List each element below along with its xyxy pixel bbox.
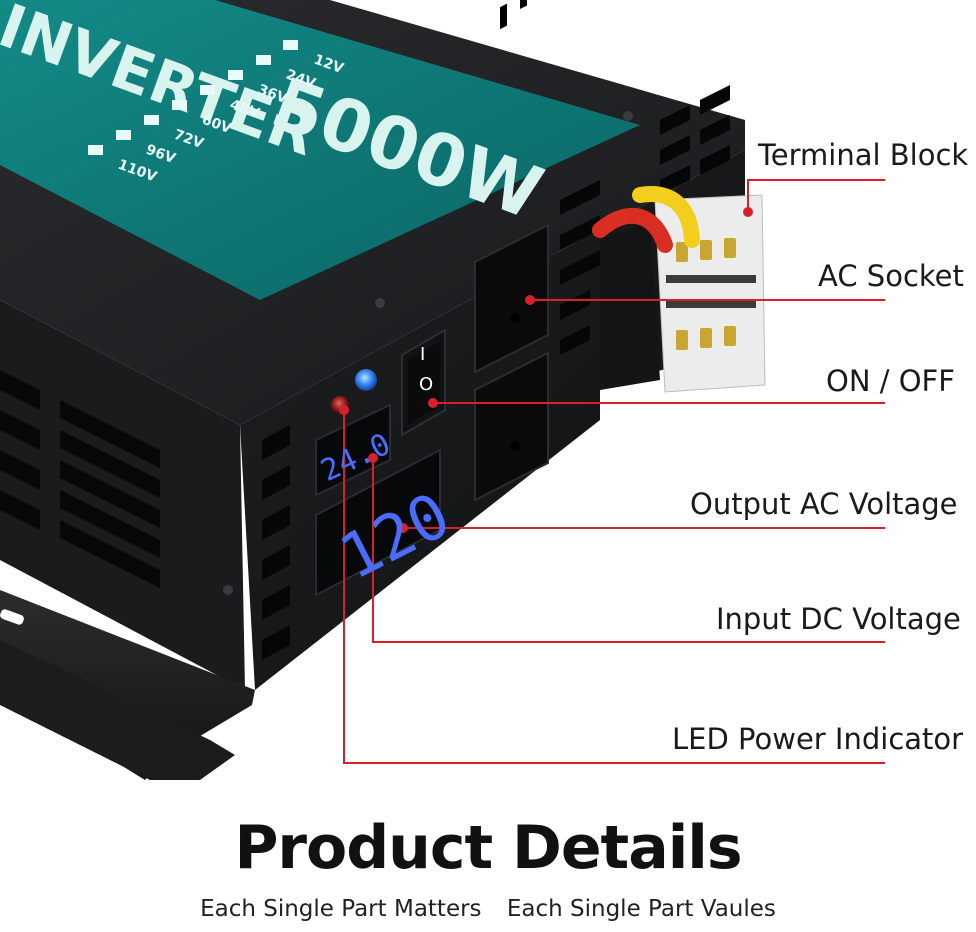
dc-voltage-display bbox=[315, 403, 391, 497]
page-title: Product Details bbox=[234, 813, 742, 883]
screw bbox=[223, 585, 233, 595]
teal-label-panel bbox=[0, 0, 640, 300]
ac-socket-lower bbox=[474, 351, 549, 502]
callout-line-input-dc-voltage bbox=[372, 458, 885, 643]
callout-label-output-ac-voltage: Output AC Voltage bbox=[690, 487, 958, 521]
front-vent-right bbox=[560, 85, 730, 355]
terminal-block bbox=[600, 194, 766, 393]
callout-line-led-power-indicator bbox=[343, 410, 885, 764]
callout-label-led-power-indicator: LED Power Indicator bbox=[672, 722, 964, 756]
callout-lines bbox=[343, 179, 885, 764]
screw bbox=[375, 298, 385, 308]
callout-dots bbox=[339, 207, 753, 533]
switch-on-mark: I bbox=[420, 344, 425, 365]
front-vent-left bbox=[262, 425, 290, 660]
blue-led bbox=[355, 369, 377, 391]
callout-line-terminal-block bbox=[747, 179, 885, 212]
callout-label-on-off: ON / OFF bbox=[826, 364, 955, 398]
red-wire bbox=[592, 207, 673, 253]
bracket-slot bbox=[0, 609, 24, 625]
yellow-wire bbox=[632, 186, 700, 248]
callout-label-terminal-block: Terminal Block bbox=[758, 138, 969, 172]
bracket-flange bbox=[0, 640, 235, 780]
subtitle-left: Each Single Part Matters bbox=[200, 896, 482, 922]
switch-off-mark: O bbox=[419, 374, 433, 395]
left-vent-grille bbox=[0, 370, 160, 588]
callout-label-ac-socket: AC Socket bbox=[818, 259, 964, 293]
subtitle-right: Each Single Part Vaules bbox=[506, 896, 776, 922]
callout-label-input-dc-voltage: Input DC Voltage bbox=[716, 602, 961, 636]
ac-voltage-display bbox=[315, 448, 441, 597]
ac-socket-upper bbox=[474, 0, 549, 374]
screw bbox=[623, 111, 633, 121]
page-subtitle: Each Single Part Matters Each Single Par… bbox=[0, 898, 976, 921]
